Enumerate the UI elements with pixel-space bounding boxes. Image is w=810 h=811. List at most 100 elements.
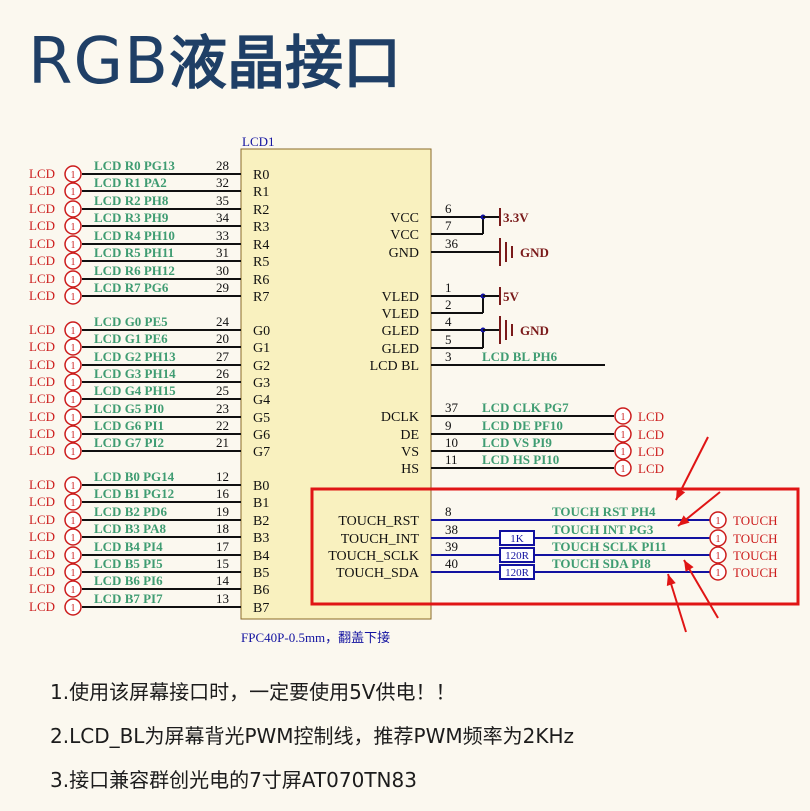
page-title: RGB液晶接口 bbox=[28, 16, 401, 100]
port-connector-icon bbox=[709, 529, 727, 547]
component-ref: LCD1 bbox=[242, 134, 275, 149]
port-connector-icon bbox=[64, 338, 82, 356]
pin-number: 33 bbox=[216, 228, 229, 243]
resistor-value: 1K bbox=[510, 533, 524, 545]
pin-number: 40 bbox=[445, 556, 458, 571]
port-connector-icon bbox=[64, 580, 82, 598]
net-label: LCD B2 PD6 bbox=[94, 504, 167, 519]
pin-name: G3 bbox=[253, 376, 270, 391]
port-connector-icon bbox=[64, 321, 82, 339]
pin-number: 36 bbox=[445, 236, 459, 251]
net-label: LCD VS PI9 bbox=[482, 435, 552, 450]
pin-name: G7 bbox=[253, 445, 270, 460]
port-number: 1 bbox=[716, 551, 721, 562]
pin-name: VLED bbox=[382, 307, 419, 322]
pin-name: VS bbox=[401, 445, 419, 460]
lcd-port-label: LCD bbox=[29, 599, 55, 614]
lcd-port-label: LCD bbox=[29, 357, 55, 372]
resistor-value: 120R bbox=[505, 567, 530, 579]
net-label: LCD B0 PG14 bbox=[94, 469, 175, 484]
pin-name: R2 bbox=[253, 203, 269, 218]
port-number: 1 bbox=[71, 292, 76, 303]
pin-number: 25 bbox=[216, 383, 229, 398]
pin-number: 39 bbox=[445, 539, 458, 554]
pin-name: R7 bbox=[253, 290, 269, 305]
lcd-port-label: LCD bbox=[29, 391, 55, 406]
pin-number: 30 bbox=[216, 263, 229, 278]
pin-name: VCC bbox=[390, 228, 419, 243]
lcd-port-label: LCD bbox=[29, 409, 55, 424]
port-connector-icon bbox=[709, 511, 727, 529]
port-number: 1 bbox=[621, 430, 626, 441]
note-2: 2.LCD_BL为屏幕背光PWM控制线，推荐PWM频率为2KHz bbox=[50, 724, 575, 748]
port-connector-icon bbox=[709, 546, 727, 564]
port-connector-icon bbox=[64, 476, 82, 494]
pin-name: TOUCH_SCLK bbox=[328, 549, 419, 564]
port-number: 1 bbox=[621, 447, 626, 458]
port-connector-icon bbox=[64, 408, 82, 426]
port-number: 1 bbox=[71, 275, 76, 286]
pin-number: 32 bbox=[216, 175, 229, 190]
net-label: LCD R1 PA2 bbox=[94, 175, 167, 190]
pin-number: 1 bbox=[445, 280, 452, 295]
port-number: 1 bbox=[71, 170, 76, 181]
net-label: LCD R4 PH10 bbox=[94, 228, 175, 243]
lcd-port-label: LCD bbox=[29, 166, 55, 181]
pin-number: 11 bbox=[445, 452, 458, 467]
net-label: LCD B4 PI4 bbox=[94, 539, 163, 554]
annotation-arrow-icon bbox=[675, 436, 709, 501]
lcd-port-label: LCD bbox=[29, 494, 55, 509]
pin-number: 20 bbox=[216, 331, 229, 346]
pin-name: B4 bbox=[253, 549, 269, 564]
resistor-icon bbox=[499, 564, 535, 580]
pin-number: 31 bbox=[216, 245, 229, 260]
lcd-port-label: LCD bbox=[29, 288, 55, 303]
port-connector-icon bbox=[64, 598, 82, 616]
touch-port-label: TOUCH bbox=[733, 565, 778, 580]
port-connector-icon bbox=[64, 425, 82, 443]
pin-name: R1 bbox=[253, 185, 269, 200]
port-number: 1 bbox=[71, 205, 76, 216]
resistor-icon bbox=[499, 530, 535, 546]
pin-number: 5 bbox=[445, 332, 452, 347]
lcd-port-label: LCD bbox=[29, 322, 55, 337]
port-connector-icon bbox=[64, 287, 82, 305]
net-label: LCD CLK PG7 bbox=[482, 400, 569, 415]
net-label: LCD HS PI10 bbox=[482, 452, 559, 467]
resistor-value: 120R bbox=[505, 550, 530, 562]
port-connector-icon bbox=[64, 373, 82, 391]
pin-name: B1 bbox=[253, 496, 269, 511]
port-number: 1 bbox=[71, 481, 76, 492]
arrowhead-icon bbox=[676, 488, 686, 500]
net-label: LCD B7 PI7 bbox=[94, 591, 163, 606]
pin-number: 2 bbox=[445, 297, 452, 312]
pin-number: 38 bbox=[445, 522, 458, 537]
port-number: 1 bbox=[71, 430, 76, 441]
pin-number: 13 bbox=[216, 591, 229, 606]
lcd-port-label: LCD bbox=[29, 339, 55, 354]
port-number: 1 bbox=[621, 464, 626, 475]
pin-number: 4 bbox=[445, 314, 452, 329]
pin-name: R5 bbox=[253, 255, 269, 270]
port-connector-icon bbox=[614, 425, 632, 443]
port-number: 1 bbox=[71, 187, 76, 198]
net-label: LCD R7 PG6 bbox=[94, 280, 169, 295]
pin-number: 3 bbox=[445, 349, 452, 364]
arrowhead-icon bbox=[678, 515, 690, 526]
port-number: 1 bbox=[716, 516, 721, 527]
power-label-3v3: 3.3V bbox=[503, 210, 529, 225]
pin-name: G2 bbox=[253, 359, 270, 374]
net-label: TOUCH SDA PI8 bbox=[552, 556, 651, 571]
lcd-port-label: LCD bbox=[29, 271, 55, 286]
lcd-port-label: LCD bbox=[638, 461, 664, 476]
pin-name: R4 bbox=[253, 238, 269, 253]
pin-number: 12 bbox=[216, 469, 229, 484]
lcd-port-label: LCD bbox=[29, 374, 55, 389]
net-label: LCD G6 PI1 bbox=[94, 418, 164, 433]
net-label: LCD B6 PI6 bbox=[94, 573, 163, 588]
port-number: 1 bbox=[71, 585, 76, 596]
lcd-port-label: LCD bbox=[29, 477, 55, 492]
port-number: 1 bbox=[71, 533, 76, 544]
pin-name: B7 bbox=[253, 601, 269, 616]
port-number: 1 bbox=[621, 412, 626, 423]
